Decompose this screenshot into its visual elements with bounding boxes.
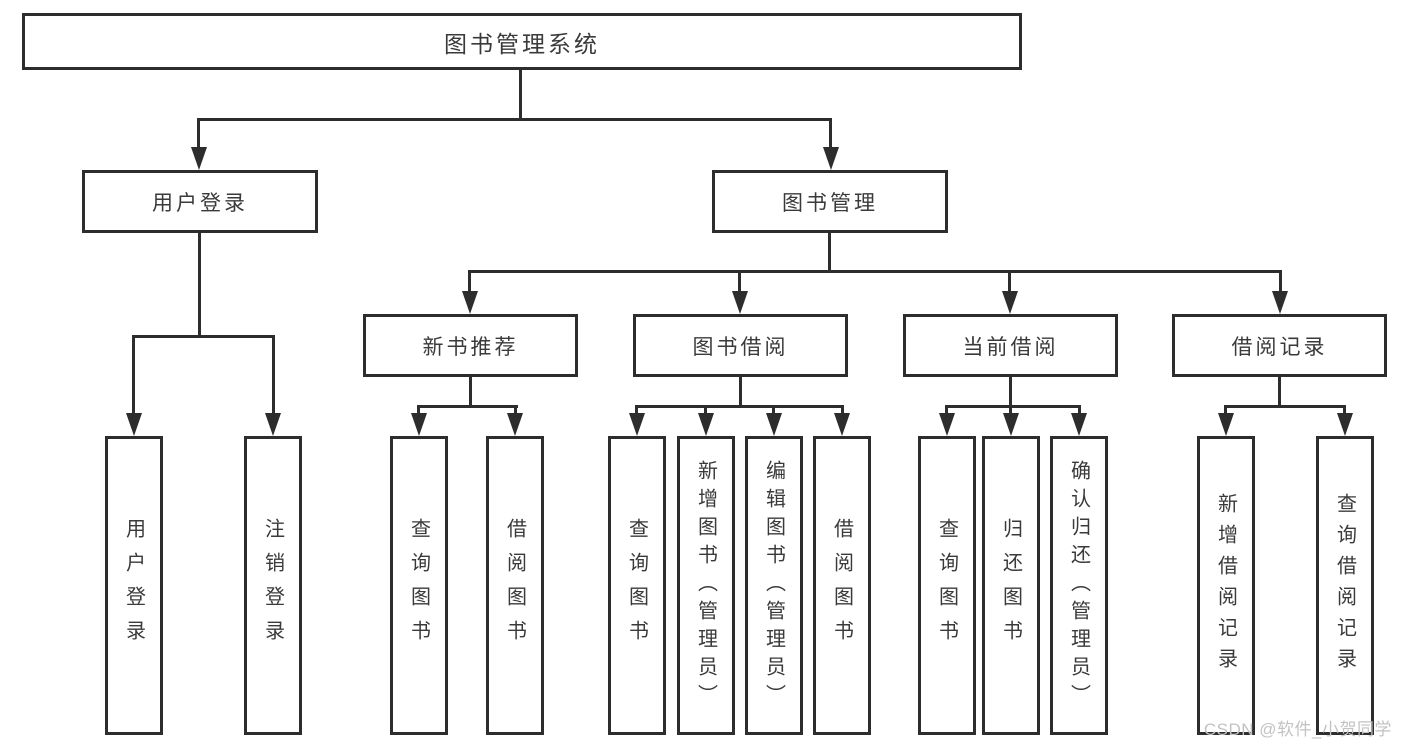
connector-book-mgmt-branch — [468, 270, 1282, 273]
connector-user-login-drop-1 — [132, 335, 135, 417]
arrow-to-borrow-record — [1272, 291, 1288, 314]
node-book-management: 图书管理 — [712, 170, 948, 233]
leaf-logout: 注销登录 — [244, 436, 302, 735]
connector-book-mgmt-drop-4 — [1279, 270, 1282, 294]
arrow-to-leaf-bb-edit — [766, 413, 782, 436]
node-user-login: 用户登录 — [82, 170, 318, 233]
connector-new-book-stem — [469, 377, 472, 405]
leaf-logout-label: 注销登录 — [261, 517, 284, 654]
arrow-to-user-login — [191, 147, 207, 170]
connector-new-book-drop-2 — [514, 405, 517, 417]
node-user-login-label: 用户登录 — [152, 191, 248, 215]
leaf-current-return-books-label: 归还图书 — [999, 517, 1022, 654]
connector-book-borrow-branch — [635, 405, 844, 408]
connector-borrow-record-drop-2 — [1343, 405, 1346, 417]
connector-book-mgmt-drop-2 — [738, 270, 741, 294]
arrow-to-leaf-bb-query — [629, 413, 645, 436]
leaf-borrow-add-books-admin-label: 新增图书（管理员） — [694, 459, 717, 712]
connector-new-book-drop-1 — [417, 405, 420, 417]
arrow-to-leaf-bb-borrow — [834, 413, 850, 436]
leaf-borrow-borrow-books-label: 借阅图书 — [830, 517, 853, 654]
leaf-borrow-edit-books-admin: 编辑图书（管理员） — [745, 436, 803, 735]
connector-book-mgmt-drop-3 — [1008, 270, 1011, 294]
csdn-watermark: CSDN @软件_小贺同学 — [1203, 720, 1392, 739]
node-current-borrow: 当前借阅 — [903, 314, 1118, 377]
node-library-system-label: 图书管理系统 — [444, 30, 600, 57]
leaf-current-query-books: 查询图书 — [918, 436, 976, 735]
node-book-borrow-label: 图书借阅 — [692, 335, 789, 359]
leaf-newbook-query-books: 查询图书 — [390, 436, 448, 735]
arrow-to-leaf-br-add — [1218, 413, 1234, 436]
leaf-borrow-borrow-books: 借阅图书 — [813, 436, 871, 735]
node-borrow-record-label: 借阅记录 — [1231, 335, 1328, 359]
connector-current-borrow-stem — [1009, 377, 1012, 405]
leaf-borrow-edit-books-admin-label: 编辑图书（管理员） — [762, 459, 785, 712]
connector-book-mgmt-drop-1 — [468, 270, 471, 294]
connector-user-login-branch — [132, 335, 275, 338]
arrow-to-leaf-nb-query — [411, 413, 427, 436]
arrow-to-leaf-bb-add — [698, 413, 714, 436]
leaf-newbook-borrow-books: 借阅图书 — [486, 436, 544, 735]
arrow-to-leaf-cb-confirm — [1071, 413, 1087, 436]
connector-book-mgmt-stem — [828, 233, 831, 270]
node-new-book-recommend: 新书推荐 — [363, 314, 578, 377]
leaf-borrow-query-books-label: 查询图书 — [625, 517, 648, 654]
node-library-system: 图书管理系统 — [22, 13, 1022, 70]
node-new-book-recommend-label: 新书推荐 — [422, 335, 519, 359]
leaf-current-query-books-label: 查询图书 — [935, 517, 958, 654]
connector-user-login-stem — [198, 233, 201, 335]
node-current-borrow-label: 当前借阅 — [962, 335, 1059, 359]
leaf-user-login-label: 用户登录 — [122, 517, 145, 654]
arrow-to-leaf-br-query — [1337, 413, 1353, 436]
leaf-newbook-query-books-label: 查询图书 — [407, 517, 430, 654]
leaf-record-add-borrow-record-label: 新增借阅记录 — [1214, 492, 1237, 679]
connector-new-book-branch — [417, 405, 518, 408]
connector-root-stem — [519, 70, 522, 118]
connector-root-drop-left — [197, 118, 200, 150]
leaf-record-query-borrow-record: 查询借阅记录 — [1316, 436, 1374, 735]
arrow-to-leaf-user-login — [126, 413, 142, 436]
node-book-management-label: 图书管理 — [782, 191, 878, 215]
leaf-record-query-borrow-record-label: 查询借阅记录 — [1333, 492, 1356, 679]
arrow-to-book-management — [823, 147, 839, 170]
leaf-current-return-books: 归还图书 — [982, 436, 1040, 735]
node-borrow-record: 借阅记录 — [1172, 314, 1387, 377]
leaf-borrow-query-books: 查询图书 — [608, 436, 666, 735]
node-book-borrow: 图书借阅 — [633, 314, 848, 377]
connector-current-borrow-drop-2 — [1009, 405, 1012, 417]
connector-borrow-record-stem — [1278, 377, 1281, 405]
leaf-borrow-add-books-admin: 新增图书（管理员） — [677, 436, 735, 735]
connector-book-borrow-drop-1 — [635, 405, 638, 417]
connector-book-borrow-drop-2 — [704, 405, 707, 417]
leaf-newbook-borrow-books-label: 借阅图书 — [503, 517, 526, 654]
leaf-record-add-borrow-record: 新增借阅记录 — [1197, 436, 1255, 735]
arrow-to-new-book — [462, 291, 478, 314]
arrow-to-book-borrow — [732, 291, 748, 314]
arrow-to-current-borrow — [1002, 291, 1018, 314]
leaf-user-login: 用户登录 — [105, 436, 163, 735]
arrow-to-leaf-nb-borrow — [507, 413, 523, 436]
connector-book-borrow-stem — [739, 377, 742, 405]
connector-current-borrow-branch — [945, 405, 1081, 408]
leaf-current-confirm-return-admin: 确认归还（管理员） — [1050, 436, 1108, 735]
connector-current-borrow-drop-3 — [1078, 405, 1081, 417]
arrow-to-leaf-cb-query — [939, 413, 955, 436]
arrow-to-leaf-cb-return — [1003, 413, 1019, 436]
leaf-current-confirm-return-admin-label: 确认归还（管理员） — [1067, 459, 1090, 712]
connector-borrow-record-drop-1 — [1224, 405, 1227, 417]
arrow-to-leaf-logout — [265, 413, 281, 436]
connector-root-branch — [197, 118, 832, 121]
connector-borrow-record-branch — [1224, 405, 1346, 408]
connector-book-borrow-drop-4 — [841, 405, 844, 417]
connector-root-drop-right — [829, 118, 832, 150]
connector-current-borrow-drop-1 — [945, 405, 948, 417]
connector-book-borrow-drop-3 — [772, 405, 775, 417]
connector-user-login-drop-2 — [272, 335, 275, 417]
